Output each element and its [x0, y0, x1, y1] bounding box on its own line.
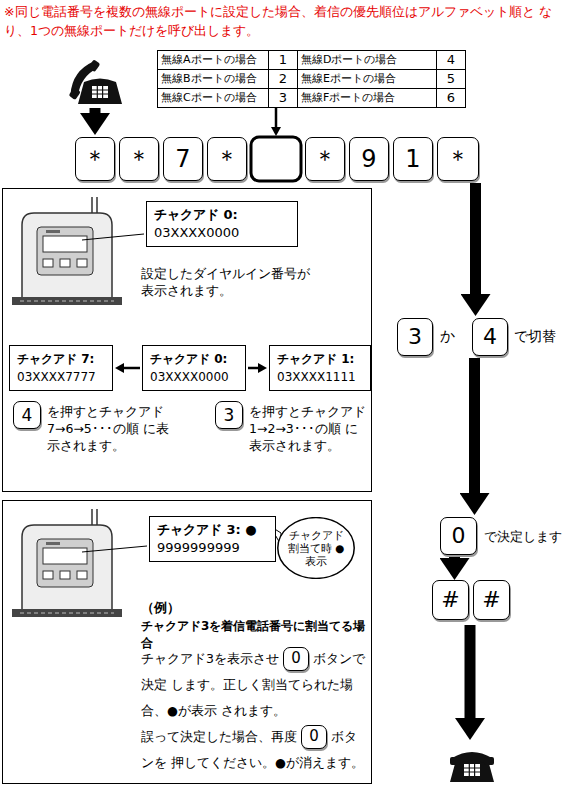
table-number: 4	[437, 51, 466, 70]
key-label: 0	[309, 729, 319, 744]
callout-number: 03XXXX0000	[150, 368, 238, 386]
table-number: 3	[269, 89, 298, 108]
example-heading: （例）	[141, 599, 369, 616]
key-button: 3	[397, 318, 433, 356]
display-callout: チャクアド 0:03XXXX0000	[146, 201, 298, 247]
note-text: ※同じ電話番号を複数の無線ポートに設定した場合、着信の優先順位はアルファベット順…	[4, 2, 566, 40]
example-heading: チャクアド3を着信電話番号に割当てる場合	[141, 618, 369, 652]
instruction-panel: チャクアド3を表示させ0ボタンで決定 します。正しく割当てられた場合、●が表示 …	[2, 500, 372, 784]
paragraph: チャクアド3を表示させ0ボタンで決定 します。正しく割当てられた場合、●が表示 …	[141, 645, 369, 723]
display-callout: チャクアド 1:03XXXX1111	[269, 345, 371, 391]
table-cell: 無線Dポートの場合	[298, 51, 437, 70]
key-button: 0	[283, 647, 309, 671]
key-button: ＊	[437, 137, 479, 181]
key-button: ＊	[207, 137, 247, 181]
key-label: 4	[483, 326, 497, 348]
key-label: ＊	[127, 147, 151, 171]
callout-number: 03XXXX0000	[154, 224, 290, 242]
key-label: #	[482, 589, 500, 611]
table-cell: 無線Cポートの場合	[158, 89, 269, 108]
key-label: 0	[291, 651, 301, 666]
key-button: 1	[393, 137, 433, 181]
instruction-text: で切替	[514, 328, 556, 346]
callout-heading: チャクアド 7:	[17, 350, 105, 368]
key-button: ＊	[75, 137, 115, 181]
instruction-text: か	[440, 327, 455, 346]
callout-heading: チャクアド 1:	[277, 350, 363, 368]
instruction-text: を押すとチャクアド 1→2→3･･･の順 に表示されます。	[249, 403, 369, 454]
flow-arrow	[470, 183, 481, 294]
down-arrow	[465, 625, 476, 718]
down-arrow	[90, 108, 101, 113]
key-label: #	[441, 589, 459, 611]
callout-heading: チャクアド 0:	[150, 350, 238, 368]
instruction-text: チャクアド3を表示させ	[141, 651, 279, 666]
key-label: ＊	[313, 147, 337, 171]
key-button: 4	[472, 318, 508, 356]
table-cell: 無線Eポートの場合	[298, 70, 437, 89]
key-label: 9	[361, 147, 376, 171]
instruction-text: で決定します	[484, 528, 562, 546]
display-callout: チャクアド 0:03XXXX0000	[142, 345, 246, 391]
device-illustration	[12, 509, 122, 617]
instruction-text: 設定したダイヤルイン番号が 表示されます。	[141, 265, 319, 299]
key-label: ＊	[446, 147, 470, 171]
table-cell: 無線Aポートの場合	[158, 51, 269, 70]
callout-bubble: チャクアド 割当て時 ●表示	[277, 517, 355, 579]
key-button: ＊	[119, 137, 159, 181]
key-label: 4	[22, 407, 33, 424]
instruction-text: 誤って決定した場合、再度	[141, 729, 297, 744]
callout-number: 03XXXX7777	[17, 368, 105, 386]
table-cell: 無線Fポートの場合	[298, 89, 437, 108]
instruction-text: を押すとチャクアド 7→6→5･･･の順 に表示されます。	[47, 403, 179, 454]
display-callout: チャクアド 7:03XXXX7777	[9, 345, 113, 391]
callout-heading: チャクアド 0:	[154, 206, 290, 224]
table-number: 5	[437, 70, 466, 89]
leader-line	[82, 546, 147, 552]
flow-arrow	[469, 358, 480, 493]
callout-heading: チャクアド 3: ●	[157, 521, 268, 539]
key-label: 0	[452, 525, 466, 547]
table-number: 1	[269, 51, 298, 70]
key-label: 7	[175, 147, 190, 171]
callout-number: 9999999999	[157, 539, 268, 557]
display-callout: チャクアド 3: ●9999999999	[149, 516, 276, 562]
key-button: #	[473, 580, 510, 620]
leader-line	[82, 234, 144, 240]
flow-arrow	[449, 557, 460, 558]
pointer-arrow	[275, 108, 278, 127]
key-button: 7	[163, 137, 203, 181]
blank-key	[251, 137, 301, 181]
key-button: 9	[349, 137, 389, 181]
paragraph: 誤って決定した場合、再度0ボタンを 押してください。●が消えます。	[141, 723, 369, 775]
table-number: 2	[269, 70, 298, 89]
key-button: 3	[215, 401, 243, 429]
phone-offhook-icon	[64, 57, 122, 104]
table-number: 6	[437, 89, 466, 108]
key-label: 3	[408, 326, 422, 348]
flow-arrow	[124, 367, 140, 370]
phone-onhook-icon	[450, 752, 494, 782]
instruction-panel: 設定したダイヤルイン番号が 表示されます。を押すとチャクアド 7→6→5･･･の…	[2, 188, 372, 492]
table-cell: 無線Bポートの場合	[158, 70, 269, 89]
key-button: #	[432, 580, 469, 620]
bubble-text: チャクアド 割当て時 ●表示	[277, 529, 355, 568]
key-label: 1	[405, 147, 420, 171]
key-label: 3	[224, 407, 235, 424]
device-illustration	[12, 197, 122, 305]
key-label: ＊	[215, 147, 239, 171]
key-button: 4	[13, 401, 41, 429]
key-button: 0	[301, 725, 327, 749]
flow-arrow	[248, 367, 258, 370]
key-button: 0	[440, 517, 477, 555]
key-label: ＊	[83, 147, 107, 171]
callout-number: 03XXXX1111	[277, 368, 363, 386]
port-table: 無線Aポートの場合1無線Dポートの場合4 無線Bポートの場合2無線Eポートの場合5…	[157, 50, 466, 108]
key-button: ＊	[305, 137, 345, 181]
